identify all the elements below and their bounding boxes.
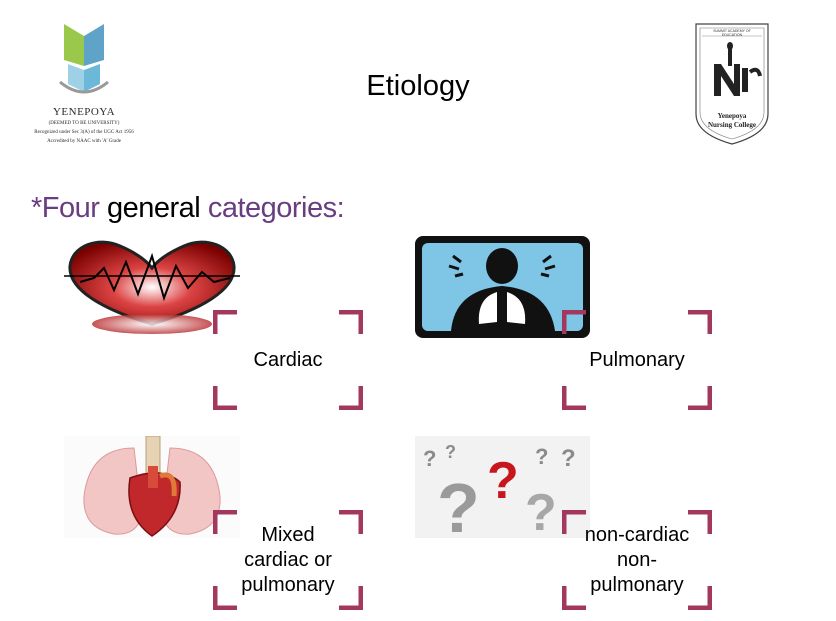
shield-emblem-icon [59,24,109,94]
logo-right-college-line2: Nursing College [707,121,757,129]
logo-right-top-text: SUMMIT ACADEMY OF EDUCATION [713,29,751,37]
crest-shield-icon [695,23,769,145]
lungs-silhouette-illustration [415,236,590,338]
category-text: Cardiac [253,348,323,371]
yenepoya-nursing-college-logo: SUMMIT ACADEMY OF EDUCATION Yenepoya Nur… [690,22,774,146]
category-label-mixed: Mixed cardiac or pulmonary [213,510,363,610]
category-text-line: pulmonary [241,573,335,596]
question-marks-illustration: ? ? ? ? ? ? ? [415,436,590,538]
bracket-frame-icon [562,510,712,610]
svg-text:?: ? [445,442,456,462]
heart-ecg-illustration [64,240,240,334]
svg-text:?: ? [423,446,436,471]
logo-left-name: YENEPOYA [52,106,116,118]
category-box-pulmonary: Pulmonary [562,310,712,410]
category-text-line: cardiac or [244,548,332,571]
subtitle: *Four general categories: [31,192,345,225]
svg-text:?: ? [535,444,548,469]
yenepoya-university-logo: YENEPOYA (DEEMED TO BE UNIVERSITY) Recog… [24,22,144,156]
logo-left-line1: (DEEMED TO BE UNIVERSITY) [48,121,120,126]
logo-right-college-line1: Yenepoya [717,112,747,120]
svg-text:?: ? [561,445,576,472]
bracket-frame-icon [213,510,363,610]
category-text-line: Mixed [261,523,315,546]
logo-left-line2: Recognized under Sec 3(A) of the UGC Act… [34,130,134,135]
svg-text:?: ? [487,452,519,510]
heart-lungs-anatomy-illustration [64,436,240,538]
subtitle-word-general: general [107,192,201,224]
category-label-cardiac: Cardiac [213,310,363,410]
svg-text:?: ? [525,484,557,538]
slide-title: Etiology [366,70,470,102]
category-text-line: non- [616,548,658,571]
bracket-frame-icon [213,310,363,410]
bracket-frame-icon [562,310,712,410]
subtitle-word-four: Four [41,192,100,224]
category-box-cardiac: Cardiac [213,310,363,410]
svg-text:?: ? [437,469,480,538]
category-text-line: non-cardiac [584,523,690,546]
category-box-mixed: Mixed cardiac or pulmonary [213,510,363,610]
logo-left-line3: Accredited by NAAC with 'A' Grade [47,139,121,144]
category-label-noncardiac: non-cardiac non- pulmonary [562,510,712,610]
category-label-pulmonary: Pulmonary [562,310,712,410]
subtitle-word-categories: categories: [207,192,345,224]
subtitle-star: * [31,192,42,224]
category-text-line: pulmonary [590,573,684,596]
category-text: Pulmonary [589,348,685,371]
category-box-noncardiac: non-cardiac non- pulmonary [562,510,712,610]
logo-right-college: Yenepoya Nursing College [702,112,762,130]
